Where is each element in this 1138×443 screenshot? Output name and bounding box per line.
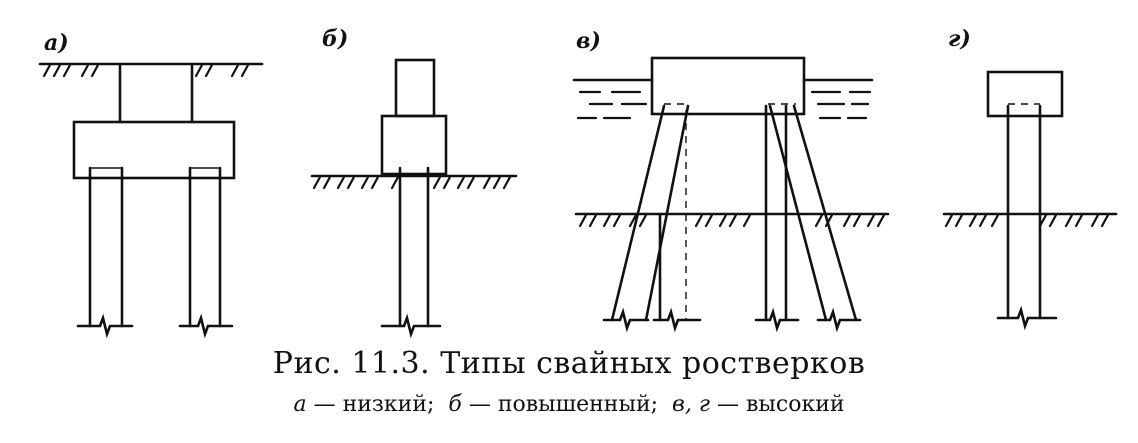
pile-break-symbol: [996, 305, 1058, 331]
inclined-pile-right-outer: [792, 104, 858, 322]
legend-item: г — высокий: [698, 392, 845, 417]
panel-v: в): [572, 28, 890, 333]
pile-break-symbol: [380, 313, 442, 339]
pile-cap-types-diagram: а) б): [38, 26, 1118, 339]
panel-v-label: в): [576, 28, 601, 54]
panel-a: а): [38, 30, 264, 339]
legend-item: а — низкий;: [293, 392, 435, 417]
ground-hatching: [312, 175, 512, 190]
figure-caption-legend: а — низкий; б — повышенный; в, г — высок…: [0, 392, 1138, 417]
legend-item: в,: [672, 392, 692, 417]
inclined-pile-right-inner: [768, 104, 828, 322]
pile-cap: [380, 114, 448, 176]
pile-break-symbol: [602, 307, 650, 333]
figure-caption-title: Рис. 11.3. Типы свайных ростверков: [272, 346, 866, 381]
inclined-pile-left-outer: [610, 104, 666, 322]
panel-a-label: а): [44, 30, 69, 56]
panel-b: б): [310, 26, 518, 339]
panel-g-label: г): [948, 26, 971, 52]
panel-b-label: б): [322, 26, 348, 52]
pile-break-symbol: [652, 307, 702, 333]
panel-g: г): [942, 26, 1118, 331]
pile-break-symbol: [816, 307, 862, 333]
pile-break-symbol: [754, 307, 800, 333]
column: [394, 58, 436, 118]
pile-cap: [986, 70, 1064, 118]
legend-item: б — повышенный;: [448, 392, 659, 417]
pile-cap: [650, 56, 806, 116]
ground-hatching: [578, 213, 886, 228]
pile-break-symbol: [76, 313, 134, 339]
pile-cap: [72, 120, 236, 180]
inclined-pile-left-inner: [644, 104, 690, 322]
pile-break-symbol: [178, 313, 234, 339]
ground-hatching: [42, 63, 250, 78]
water-marks: [576, 90, 872, 120]
ground-hatching: [944, 213, 1110, 228]
